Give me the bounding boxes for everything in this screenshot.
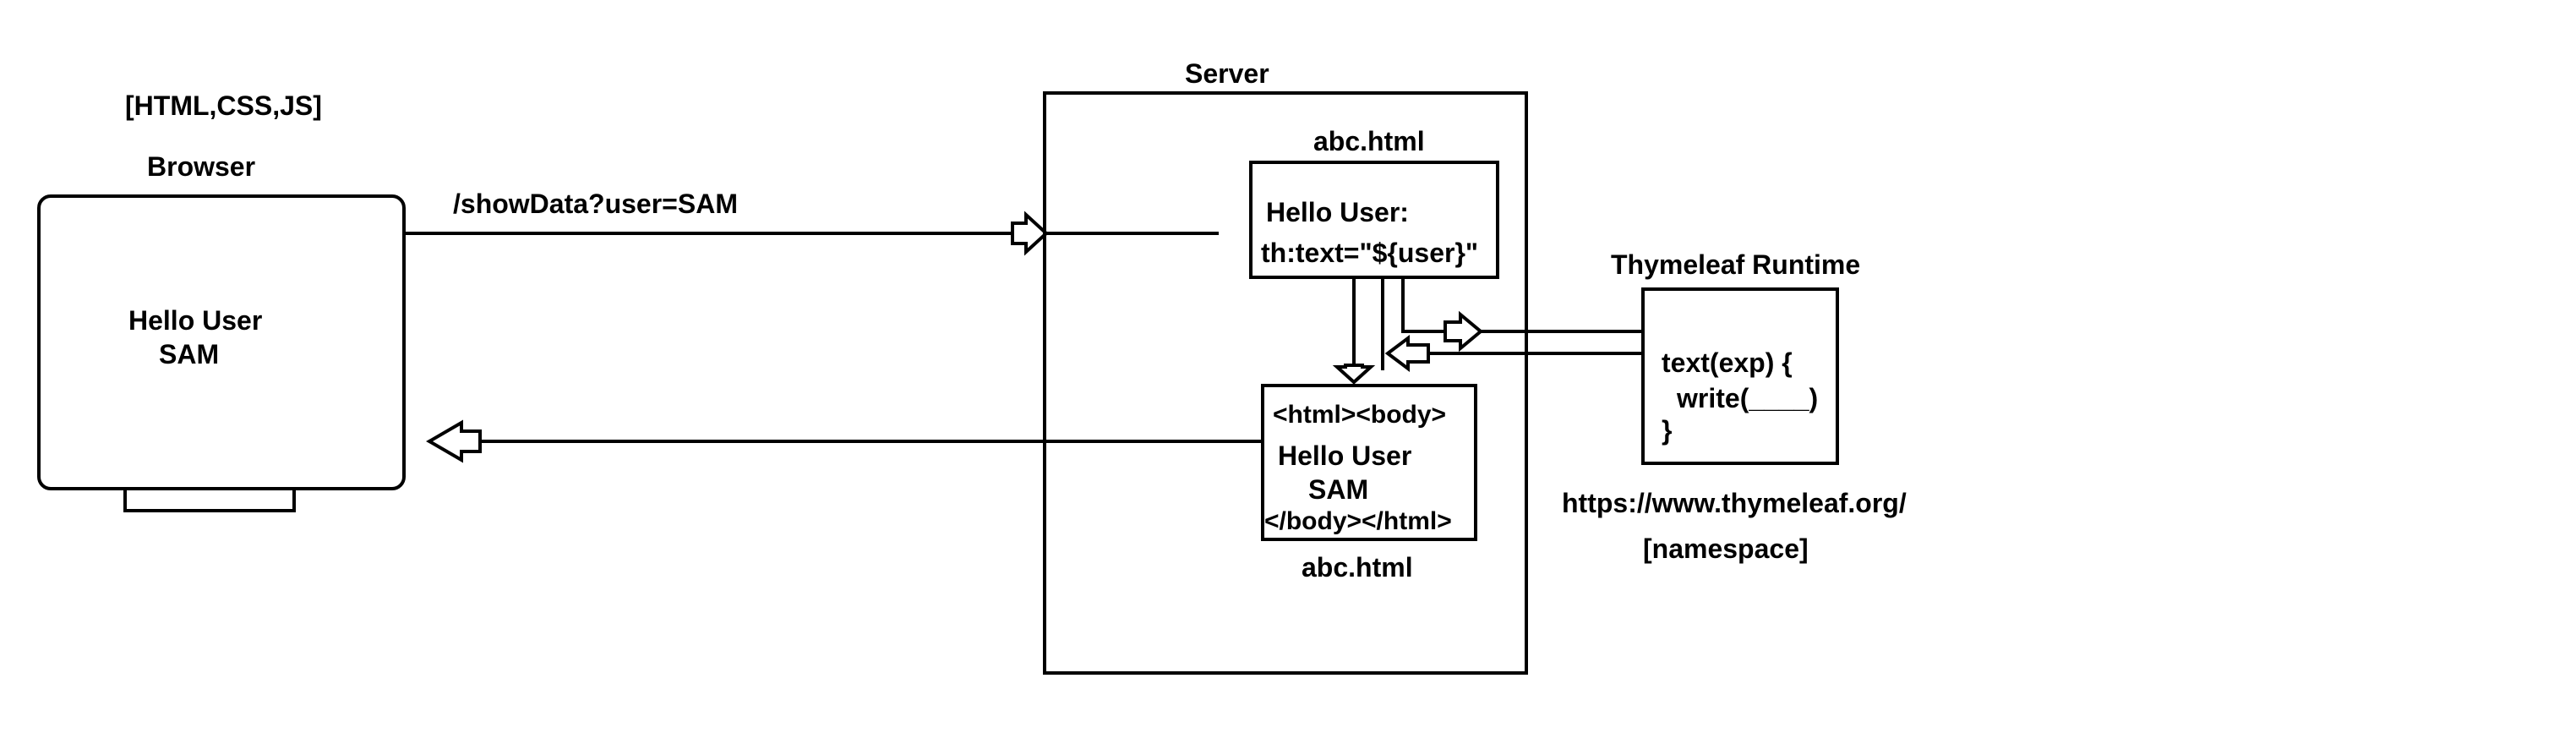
- browser-screen-line1: Hello User: [128, 305, 262, 336]
- browser-title: Browser: [147, 151, 255, 182]
- browser-stand: [123, 487, 296, 512]
- runtime-code-line3: }: [1662, 415, 1672, 446]
- request-url-label: /showData?user=SAM: [453, 189, 738, 219]
- render-arrowhead: [1332, 364, 1376, 385]
- output-line2: Hello User: [1278, 440, 1411, 471]
- runtime-title: Thymeleaf Runtime: [1611, 249, 1860, 280]
- to-runtime-arrowhead: [1444, 310, 1484, 353]
- response-arrowhead: [426, 419, 482, 463]
- to-runtime-line: [1401, 279, 1445, 333]
- output-line1: <html><body>: [1273, 401, 1446, 429]
- template-line1: Hello User:: [1266, 197, 1409, 227]
- output-filename: abc.html: [1302, 552, 1413, 583]
- browser-screen-line2: SAM: [159, 339, 219, 369]
- output-box: [1261, 384, 1477, 541]
- server-title: Server: [1185, 58, 1269, 89]
- output-line3: SAM: [1308, 474, 1368, 505]
- runtime-box: [1641, 287, 1839, 465]
- runtime-code-line2: write(____): [1676, 383, 1818, 413]
- template-line2: th:text="${user}": [1261, 238, 1478, 268]
- browser-window: [37, 194, 406, 490]
- output-line4: </body></html>: [1264, 507, 1452, 535]
- runtime-code-line1: text(exp) {: [1662, 347, 1793, 378]
- template-box: [1249, 161, 1499, 279]
- from-runtime-arrowhead: [1384, 335, 1430, 372]
- runtime-url: https://www.thymeleaf.org/: [1562, 488, 1907, 518]
- browser-tech-label: [HTML,CSS,JS]: [125, 90, 322, 121]
- request-arrowhead: [1011, 211, 1049, 256]
- template-filename: abc.html: [1313, 126, 1425, 156]
- runtime-namespace: [namespace]: [1643, 533, 1809, 564]
- server-box: [1043, 91, 1528, 675]
